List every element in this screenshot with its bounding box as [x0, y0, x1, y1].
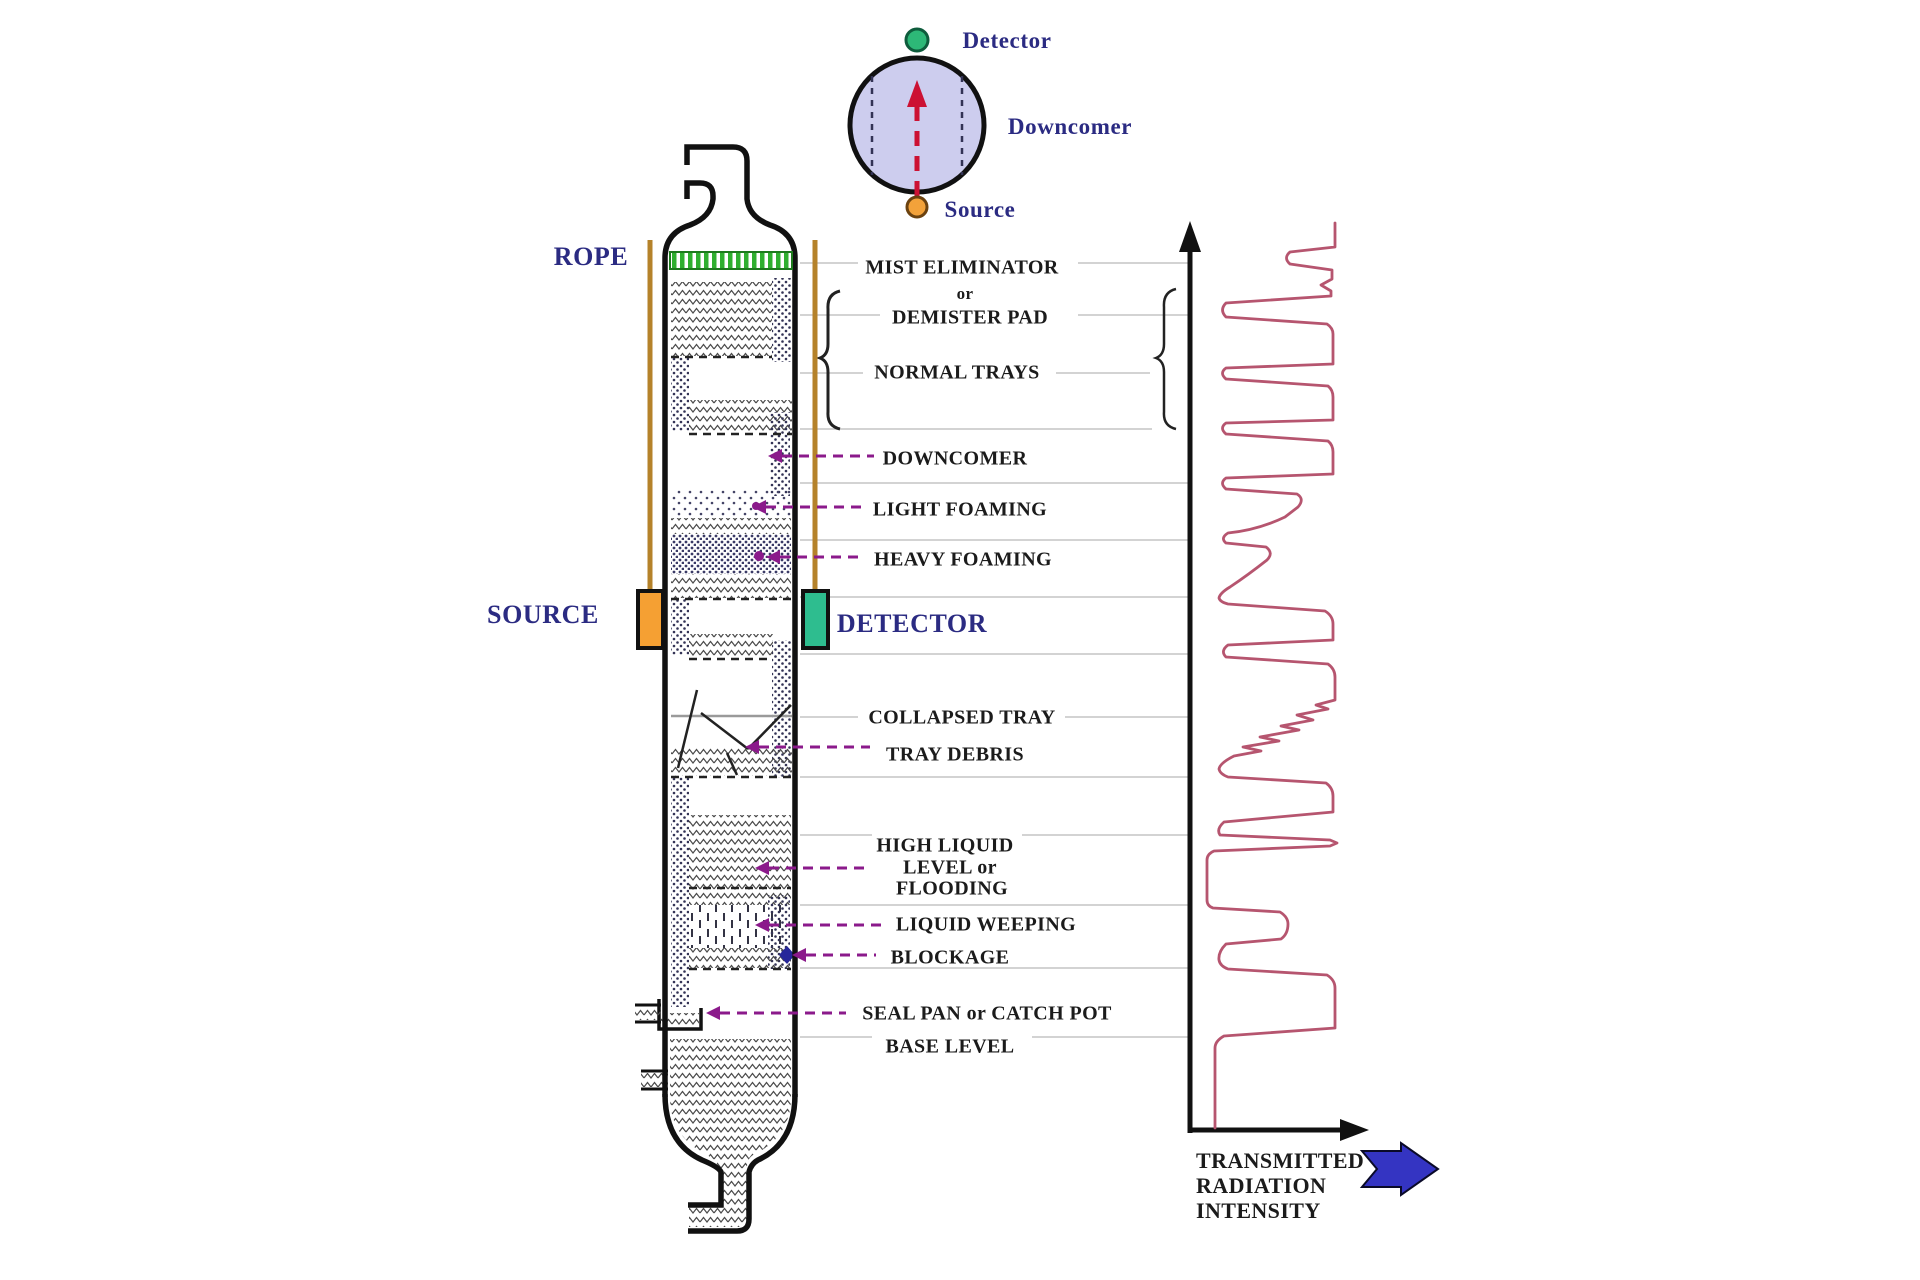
collapsed-tray-panels [676, 689, 792, 776]
plot-y-axis-arrowhead [1179, 221, 1201, 252]
light-foaming-zone [671, 490, 791, 518]
tray-froth-band [671, 282, 772, 356]
cross-section-source-label: Source [944, 197, 1016, 222]
cross-section-downcomer-label: Downcomer [1007, 114, 1133, 139]
normal-trays-brace-left [815, 289, 841, 431]
downcomer-label: DOWNCOMER [882, 447, 1028, 470]
demister-pad-label: DEMISTER PAD [891, 306, 1049, 329]
source-label: SOURCE [487, 600, 599, 629]
plot-x-axis-title-line1: TRANSMITTED [1196, 1148, 1365, 1173]
side-nozzle-liquid [641, 1073, 668, 1087]
light-foaming-label: LIGHT FOAMING [872, 498, 1048, 521]
base-level-label: BASE LEVEL [885, 1035, 1015, 1058]
liquid-weeping-label: LIQUID WEEPING [895, 913, 1077, 936]
base-liquid [670, 1039, 791, 1227]
seal-pan-nozzle [635, 1003, 661, 1024]
downcomer-strip [671, 777, 689, 1007]
tray-froth-band [689, 634, 773, 658]
plot-x-axis-title-line3: INTENSITY [1196, 1198, 1321, 1223]
normal-trays-label: NORMAL TRAYS [874, 361, 1040, 384]
plot-x-axis-title-line2: RADIATION [1196, 1173, 1327, 1198]
feature-gridlines [800, 262, 1188, 1038]
detector-label: DETECTOR [836, 609, 988, 638]
cross-section-detector-label: Detector [962, 28, 1052, 53]
scan-profile-curve [1205, 221, 1339, 1130]
downcomer-chords [870, 76, 964, 175]
high-liquid-label-line1: HIGH LIQUID [876, 834, 1014, 857]
blockage-marker-icon [779, 946, 795, 964]
detector-dot-icon [904, 27, 930, 53]
downcomer-strip [671, 357, 689, 431]
seal-pan-nozzle-liquid [635, 1007, 661, 1020]
flooding-liquid-block [689, 815, 791, 905]
scan-beam-arrowhead [907, 80, 927, 107]
column-vessel-outline [662, 144, 798, 1234]
tray-froth-band [689, 948, 791, 968]
heavy-foaming-label: HEAVY FOAMING [874, 548, 1052, 571]
source-dot-icon [905, 195, 929, 219]
mist-eliminator-label: MIST ELIMINATOR [865, 256, 1059, 279]
downcomer-strip [772, 640, 791, 778]
feature-leader-arrowheads [706, 449, 806, 1020]
feature-leader-arrows [720, 454, 882, 1015]
collapsed-tray-label: COLLAPSED TRAY [868, 706, 1056, 729]
plot-x-axis-title: TRANSMITTED RADIATION INTENSITY [1196, 1148, 1364, 1223]
seal-pan-label: SEAL PAN or CATCH POT [862, 1002, 1112, 1025]
high-liquid-label-line3: FLOODING [895, 877, 1009, 900]
plot-x-axis-arrowhead [1340, 1119, 1369, 1141]
tray-debris-label: TRAY DEBRIS [886, 743, 1024, 766]
seal-pan-liquid [661, 1013, 699, 1027]
tray-floor-lines [671, 355, 792, 971]
detector-block [801, 589, 830, 650]
blockage-label: BLOCKAGE [890, 946, 1010, 969]
downcomer-strip [671, 599, 689, 655]
downcomer-strip [772, 278, 791, 362]
intensity-direction-arrow-icon [1359, 1141, 1440, 1197]
froth-row [671, 518, 791, 534]
mist-or-label: or [956, 284, 974, 303]
column-internals [635, 278, 795, 1227]
column-cross-section [847, 27, 987, 219]
mist-eliminator-band [669, 251, 793, 270]
rope-label: ROPE [553, 242, 629, 271]
source-block [636, 589, 665, 650]
tray-froth-band [671, 574, 791, 598]
high-liquid-label-line2: LEVEL or [903, 856, 997, 879]
heavy-foaming-zone [671, 534, 791, 574]
scan-plot [1179, 221, 1369, 1141]
normal-trays-brace-right [1152, 287, 1177, 431]
